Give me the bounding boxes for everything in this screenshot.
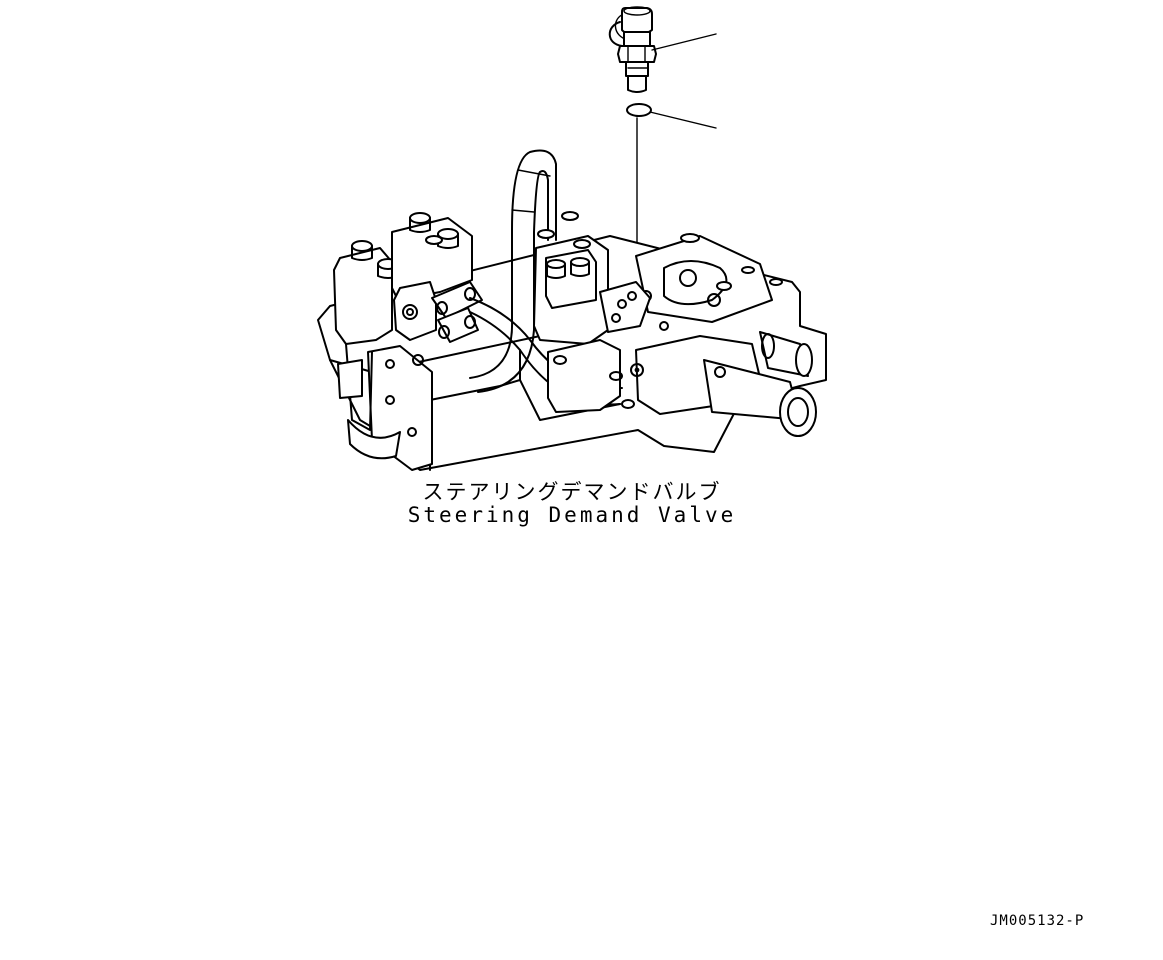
leader-line-o-ring	[649, 111, 717, 129]
leader-line-fitting	[651, 33, 717, 51]
o-ring-icon	[626, 103, 652, 117]
caption-english: Steering Demand Valve	[407, 503, 737, 527]
quick-coupler-fitting-icon	[608, 6, 657, 93]
steering-demand-valve-assembly-icon	[317, 149, 827, 471]
caption-japanese: ステアリングデマンドバルブ	[422, 480, 722, 504]
drawing-id: JM005132-P	[990, 913, 1085, 929]
